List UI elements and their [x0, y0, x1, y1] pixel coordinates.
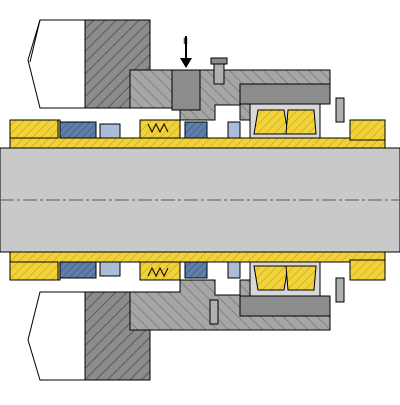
right-collar-lower — [349, 259, 386, 281]
left-collar-lower — [9, 261, 59, 281]
bearing-housing-upper — [239, 83, 331, 105]
bearing-lower — [249, 261, 321, 297]
shaft-sleeve-upper — [9, 119, 386, 149]
left-flange-lower — [27, 291, 86, 381]
grease-nipple-icon — [210, 57, 228, 85]
left-flange-upper — [27, 19, 86, 109]
bearing-upper — [249, 103, 321, 139]
bolt-icon — [209, 97, 345, 325]
seal-faces-upper — [59, 119, 241, 139]
spring-upper — [147, 122, 169, 134]
right-collar-upper — [349, 119, 386, 141]
bearing-housing-lower — [239, 295, 331, 317]
inlet-port-upper — [171, 69, 201, 111]
spring-lower — [147, 266, 169, 278]
inlet-marker-label: II — [183, 36, 188, 46]
flow-arrow-icon — [180, 36, 192, 68]
shaft-sleeve-lower — [9, 251, 386, 281]
seal-faces-lower — [59, 261, 241, 281]
left-collar-upper — [9, 119, 59, 139]
